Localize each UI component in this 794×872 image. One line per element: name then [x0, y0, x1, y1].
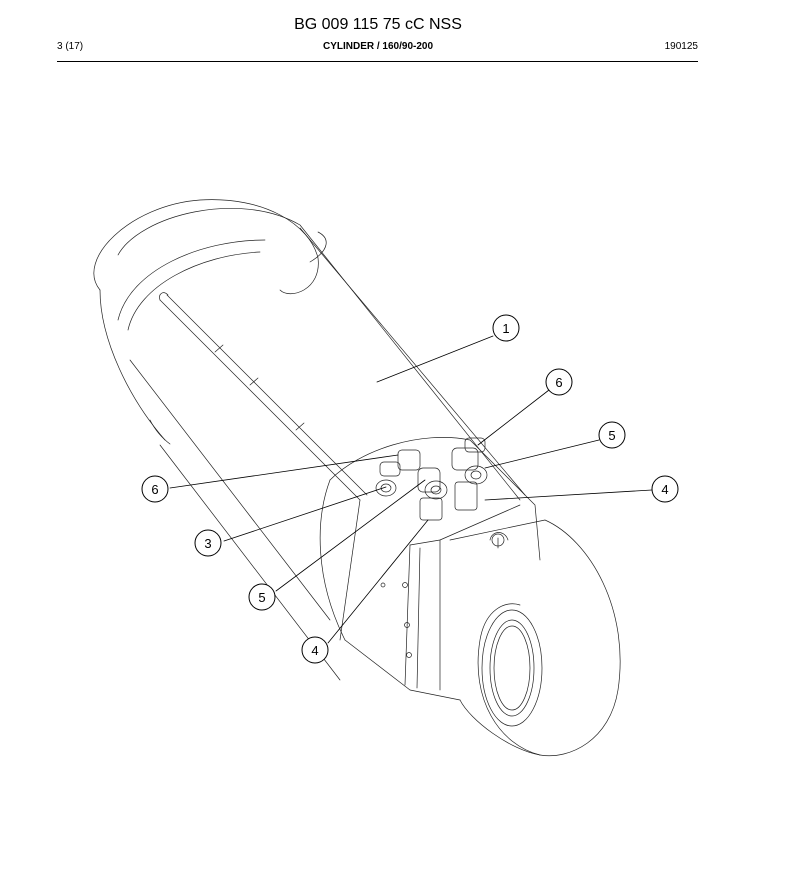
- pipe: [159, 294, 368, 501]
- callout-label: 6: [151, 482, 158, 497]
- fittings: [375, 437, 488, 521]
- callout-label: 4: [661, 482, 668, 497]
- cylinder-tube: [117, 207, 521, 621]
- callout-5-right: 5: [598, 421, 626, 449]
- leader-lines: [169, 335, 653, 644]
- callout-label: 3: [204, 536, 211, 551]
- document-subtitle: CYLINDER / 160/90-200: [322, 41, 434, 52]
- document-date: 190125: [664, 41, 698, 52]
- callout-6-left: 6: [141, 475, 169, 503]
- callout-5-left: 5: [248, 583, 276, 611]
- callout-4-left: 4: [301, 636, 329, 664]
- rod-eye: [449, 519, 621, 757]
- end-cap: [93, 199, 319, 295]
- callout-label: 4: [311, 643, 318, 658]
- page-number: 3 (17): [57, 41, 84, 52]
- callout-label: 6: [555, 375, 562, 390]
- callout-label: 5: [608, 428, 615, 443]
- callout-3: 3: [194, 529, 222, 557]
- callouts: 1 6 5 4 6 3 5 4: [141, 314, 679, 664]
- head-block: [329, 437, 541, 561]
- callout-4-right: 4: [651, 475, 679, 503]
- callout-label: 5: [258, 590, 265, 605]
- callout-label: 1: [502, 321, 509, 336]
- callout-1: 1: [492, 314, 520, 342]
- header-rule: [57, 61, 698, 62]
- document-number: BG 009 115 75 cC NSS: [294, 16, 462, 33]
- callout-6-upper: 6: [545, 368, 573, 396]
